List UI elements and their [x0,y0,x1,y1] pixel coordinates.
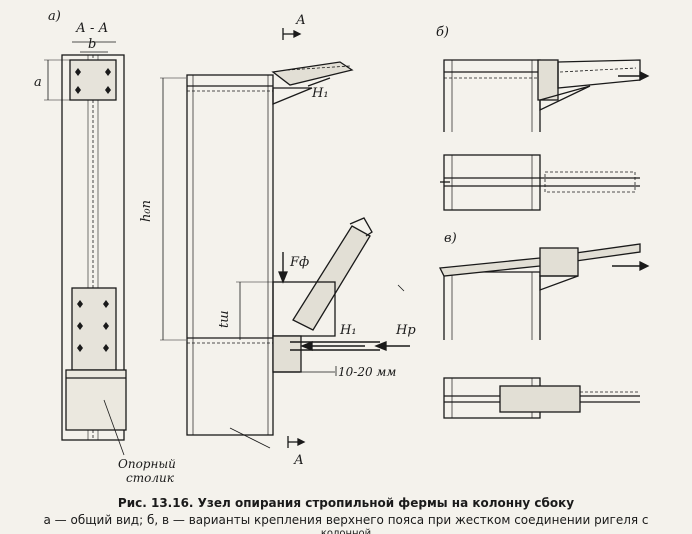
variant-v-plan [443,377,640,419]
force-f-phi: Fф [289,255,309,270]
section-mark-bottom: А [293,453,304,468]
dim-section-label: А - А [75,21,108,36]
dim-gap: 10-20 мм [338,365,396,379]
panel-label-v: в) [444,231,457,246]
variant-v-elevation [438,243,650,340]
callout-line-2: столик [126,471,175,485]
panel-label-a: а) [48,9,61,24]
figure-caption-continuation: колонной [320,528,372,534]
figure-caption-subtitle: а — общий вид; б, в — варианты крепления… [43,513,649,527]
dim-h-op: h₀п [139,200,154,222]
dim-b: b [88,37,96,52]
section-mark-top: А [295,13,306,28]
force-h1-top: H₁ [311,86,329,101]
panel-label-b: б) [436,25,449,40]
force-h1-mid: H₁ [339,323,357,338]
truss-support-diagram: а) б) в) А - А b a h₀п tш 10-20 мм H₁ Fф… [34,9,650,485]
figure-caption-title: Рис. 13.16. Узел опирания стропильной фе… [117,496,575,510]
dim-t-sh: tш [217,310,232,328]
variant-b-plan [440,154,640,211]
variant-b-elevation [443,59,650,132]
dim-a: a [34,75,42,90]
column-elevation-left [44,41,127,456]
column-elevation-main [160,28,410,449]
force-h-p: Hр [395,323,416,338]
callout-line-1: Опорный [118,457,176,471]
